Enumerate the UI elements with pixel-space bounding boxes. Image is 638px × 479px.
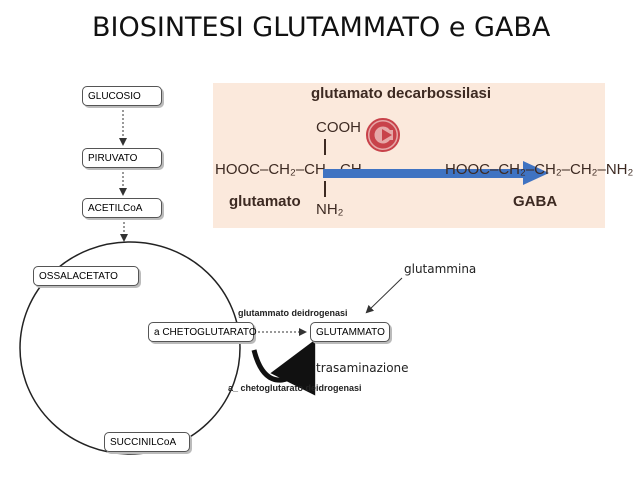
- label-glutammina: glutammina: [404, 262, 477, 276]
- gaba-formula: HOOC–CH₂–CH₂–CH₂–NH₂: [445, 161, 634, 178]
- label-glutammato-deidrogenasi: glutammato deidrogenasi: [238, 308, 348, 318]
- box-glucosio: GLUCOSIO: [82, 86, 162, 106]
- enzyme-icon: [366, 118, 400, 152]
- box-glutammato: GLUTAMMATO: [310, 322, 390, 342]
- box-piruvato: PIRUVATO: [82, 148, 162, 168]
- arrow-glutammina: [365, 277, 403, 314]
- gaba-reaction-panel: glutamato decarbossilasi COOH HOOC–CH₂–C…: [213, 83, 633, 228]
- gaba-name: GABA: [513, 193, 558, 210]
- nh2-bond: [324, 181, 326, 197]
- box-chetoglutarato: a CHETOGLUTARATO: [148, 322, 257, 342]
- reaction-enzyme-name: glutamato decarbossilasi: [311, 85, 492, 102]
- label-chetoglutarato-deidrogenasi: a_ chetoglutarato deidrogenasi: [228, 383, 362, 393]
- krebs-cycle-circle: [19, 241, 241, 455]
- glutamate-name: glutamato: [229, 193, 301, 210]
- cooh-group: COOH: [316, 119, 361, 136]
- box-ossalacetato: OSSALACETATO: [33, 266, 139, 286]
- box-succinilcoa: SUCCINILCoA: [104, 432, 190, 452]
- transamination-curved-arrow: [251, 339, 316, 396]
- box-acetilcoa: ACETILCoA: [82, 198, 162, 218]
- label-trasaminazione: trasaminazione: [316, 361, 409, 375]
- reaction-arrow: [323, 161, 549, 185]
- nh2-group: NH₂: [316, 201, 344, 218]
- page-title: BIOSINTESI GLUTAMMATO e GABA: [92, 12, 551, 43]
- cooh-bond: [324, 139, 326, 155]
